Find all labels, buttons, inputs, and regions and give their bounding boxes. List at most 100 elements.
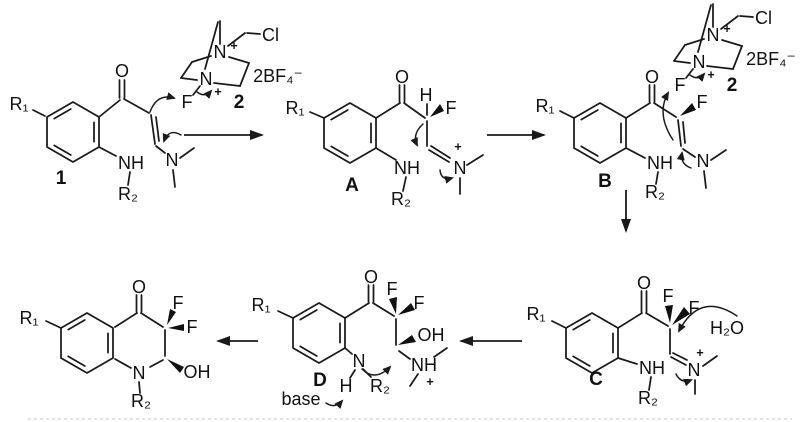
wedge-bond-to-F <box>672 307 690 325</box>
bond <box>344 302 370 319</box>
r2-label: R₂ <box>638 388 658 408</box>
r2-label: R₂ <box>370 376 390 396</box>
r1-label: R₁ <box>535 96 554 116</box>
iminium-plus-charge: + <box>696 346 703 360</box>
bond <box>617 312 643 329</box>
bond <box>617 357 638 365</box>
ring-nitrogen-label: N <box>353 351 366 371</box>
fluorine-label: F <box>414 293 425 313</box>
compound-1-structure: R₁ O N NH R₂ 1 <box>9 61 195 204</box>
nh-label: NH <box>639 358 665 378</box>
bond <box>149 359 164 368</box>
bond <box>32 109 46 117</box>
ammonium-nh-label: NH <box>411 355 437 375</box>
wedge-bond-to-F <box>389 297 397 314</box>
benzene-ring <box>60 312 114 374</box>
oxygen-label: O <box>645 67 659 87</box>
bond <box>625 147 646 159</box>
r1-label: R₁ <box>526 304 545 324</box>
bond <box>372 302 395 317</box>
bond <box>655 171 659 185</box>
iminium-plus-charge: + <box>454 140 461 154</box>
oxygen-label: O <box>395 67 409 87</box>
bond <box>172 169 176 188</box>
electron-arrow-N-lone-pair <box>676 151 692 169</box>
wedge-bond-to-F <box>167 309 176 325</box>
bond <box>625 102 651 119</box>
wedge-bond-to-OH <box>398 335 416 345</box>
bond <box>309 111 325 119</box>
selectfluor-reagent-second <box>674 4 796 96</box>
alkene-double-bond <box>682 121 686 144</box>
bond <box>409 373 419 387</box>
nitrogen-label: N <box>697 151 710 171</box>
nh-label: NH <box>394 158 420 178</box>
bond <box>702 355 718 367</box>
nh-label: NH <box>118 153 144 173</box>
intermediate-C-label: C <box>589 369 603 390</box>
bond <box>127 171 131 186</box>
fluorine-label: F <box>689 298 700 318</box>
r2-label: R₂ <box>391 189 411 209</box>
intermediate-D-label: D <box>313 370 327 391</box>
bond <box>114 312 138 328</box>
ring-nitrogen-label: N <box>133 363 146 383</box>
alkene-double-bond <box>155 116 160 142</box>
bond <box>138 381 141 394</box>
wedge-bond-to-F <box>398 303 415 315</box>
electron-arrow-to-nitrogen <box>675 373 693 387</box>
benzene-ring <box>323 102 377 164</box>
intermediate-A-label: A <box>345 175 359 196</box>
bond <box>403 102 426 119</box>
oxygen-label: O <box>637 273 651 293</box>
electron-arrow-alkene-to-F <box>149 92 176 113</box>
iminium-double-bond <box>670 356 687 366</box>
bond <box>375 147 397 161</box>
bond <box>710 149 727 161</box>
bond <box>98 99 121 118</box>
benzene-ring <box>292 302 346 364</box>
benzene-ring <box>565 312 619 374</box>
bond <box>140 312 164 328</box>
bond <box>466 154 484 166</box>
nh-label: NH <box>647 153 673 173</box>
r2-label: R₂ <box>131 391 151 411</box>
r1-label: R₁ <box>19 308 38 328</box>
intermediate-C-structure: R₁ O F F + N NH R₂ C H₂O <box>526 273 744 408</box>
r2-label: R₂ <box>645 182 665 202</box>
electron-arrow-alkene-to-F <box>661 91 674 141</box>
hydrogen-label: H <box>420 85 433 105</box>
alkene-double-bond <box>677 119 682 147</box>
bond <box>277 310 294 319</box>
benzene-ring <box>46 101 100 163</box>
nh-proton-label: H <box>340 376 353 396</box>
r1-label: R₁ <box>9 94 28 114</box>
fluorine-label: F <box>387 279 398 299</box>
oxygen-label: O <box>132 277 146 297</box>
bond <box>114 358 132 369</box>
r2-label: R₂ <box>118 184 138 204</box>
product-structure: R₁ O F F OH N R₂ <box>19 277 210 411</box>
hydroxyl-label: OH <box>184 362 211 382</box>
electron-arrow-water-attack <box>678 305 738 333</box>
bond <box>45 320 62 329</box>
fluorine-label: F <box>446 98 457 118</box>
nitrogen-label: N <box>454 158 467 178</box>
iminium-double-bond <box>672 352 688 361</box>
electron-arrow-to-nitrogen <box>439 169 454 184</box>
oxygen-label: O <box>364 267 378 287</box>
oxygen-label: O <box>115 61 129 81</box>
wedge-bond-to-F <box>665 305 673 323</box>
intermediate-A-structure: R₁ O H F + N NH R₂ A <box>285 67 484 209</box>
wedge-bond-to-F <box>430 104 444 117</box>
hydroxyl-label: OH <box>418 325 445 345</box>
bond <box>703 170 707 189</box>
wedge-bond-to-F <box>680 103 696 116</box>
fluorine-label: F <box>663 286 674 306</box>
iminium-double-bond <box>428 149 450 163</box>
fluorine-label: F <box>697 92 708 112</box>
bond <box>398 350 411 360</box>
electron-arrow-base-deprotonation <box>325 399 344 409</box>
